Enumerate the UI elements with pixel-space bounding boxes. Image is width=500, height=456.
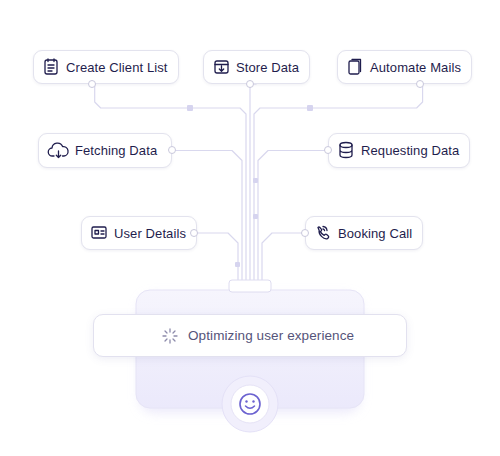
box-label: Create Client List — [66, 60, 168, 75]
wire-beads — [187, 105, 313, 267]
icon-part — [352, 60, 361, 72]
port-dot — [191, 230, 198, 237]
box-label: Automate Mails — [370, 60, 461, 75]
smiley-ring — [222, 376, 278, 432]
port-dot — [325, 147, 332, 154]
process-box: Automate Mails — [337, 50, 472, 84]
connector — [95, 84, 246, 314]
process-box: Create Client List — [33, 50, 179, 84]
clipboard-icon — [45, 59, 57, 74]
icon-part — [318, 227, 329, 239]
icon-part — [163, 329, 177, 343]
wire-bead — [187, 105, 193, 111]
process-box: User Details — [81, 216, 197, 250]
smiley-eye — [252, 400, 254, 402]
status-pill: Optimizing user experience — [93, 314, 407, 357]
box-label: Optimizing user experience — [188, 328, 354, 343]
icon-part — [48, 59, 54, 71]
storage-icon — [215, 61, 228, 73]
process-box: Booking Call — [305, 216, 423, 250]
icon-part — [323, 227, 327, 231]
icon-part — [92, 227, 106, 238]
connector-port — [229, 280, 271, 292]
connector — [254, 84, 423, 314]
port-dot — [302, 230, 309, 237]
port-dot — [247, 81, 254, 88]
icon-part — [340, 145, 352, 158]
smiley-face — [240, 394, 260, 414]
wire-bead — [307, 105, 313, 111]
icon-part — [48, 143, 68, 156]
spinner-icon — [163, 329, 177, 343]
cloud-download-icon — [48, 143, 68, 157]
box-label: Booking Call — [338, 226, 412, 241]
box-label: Fetching Data — [75, 143, 157, 158]
icon-part — [45, 60, 57, 74]
port-dot — [89, 81, 96, 88]
process-box: Requesting Data — [328, 133, 470, 168]
icon-part — [95, 231, 104, 235]
process-box: Store Data — [203, 50, 310, 84]
icon-part — [215, 61, 228, 73]
box-label: Store Data — [236, 60, 299, 75]
smiley-disc — [231, 385, 269, 423]
icon-part — [56, 151, 60, 158]
wire-bead — [235, 262, 240, 267]
mail-automation-icon — [349, 60, 361, 75]
box-label: User Details — [114, 226, 186, 241]
icon-part — [340, 143, 352, 148]
port-dot — [417, 81, 424, 88]
smiley-eye — [245, 400, 247, 402]
port-dot — [169, 147, 176, 154]
box-label: Requesting Data — [361, 143, 459, 158]
database-icon — [340, 143, 352, 158]
icon-part — [349, 61, 359, 74]
wire-bead — [253, 214, 258, 219]
phone-call-icon — [318, 227, 329, 239]
process-box: Fetching Data — [38, 133, 172, 168]
port-dots — [89, 81, 424, 237]
id-card-icon — [92, 227, 106, 238]
wire-bead — [253, 178, 258, 183]
node-icons — [45, 59, 361, 239]
smiley-mouth — [246, 406, 255, 408]
icon-part — [215, 65, 228, 72]
